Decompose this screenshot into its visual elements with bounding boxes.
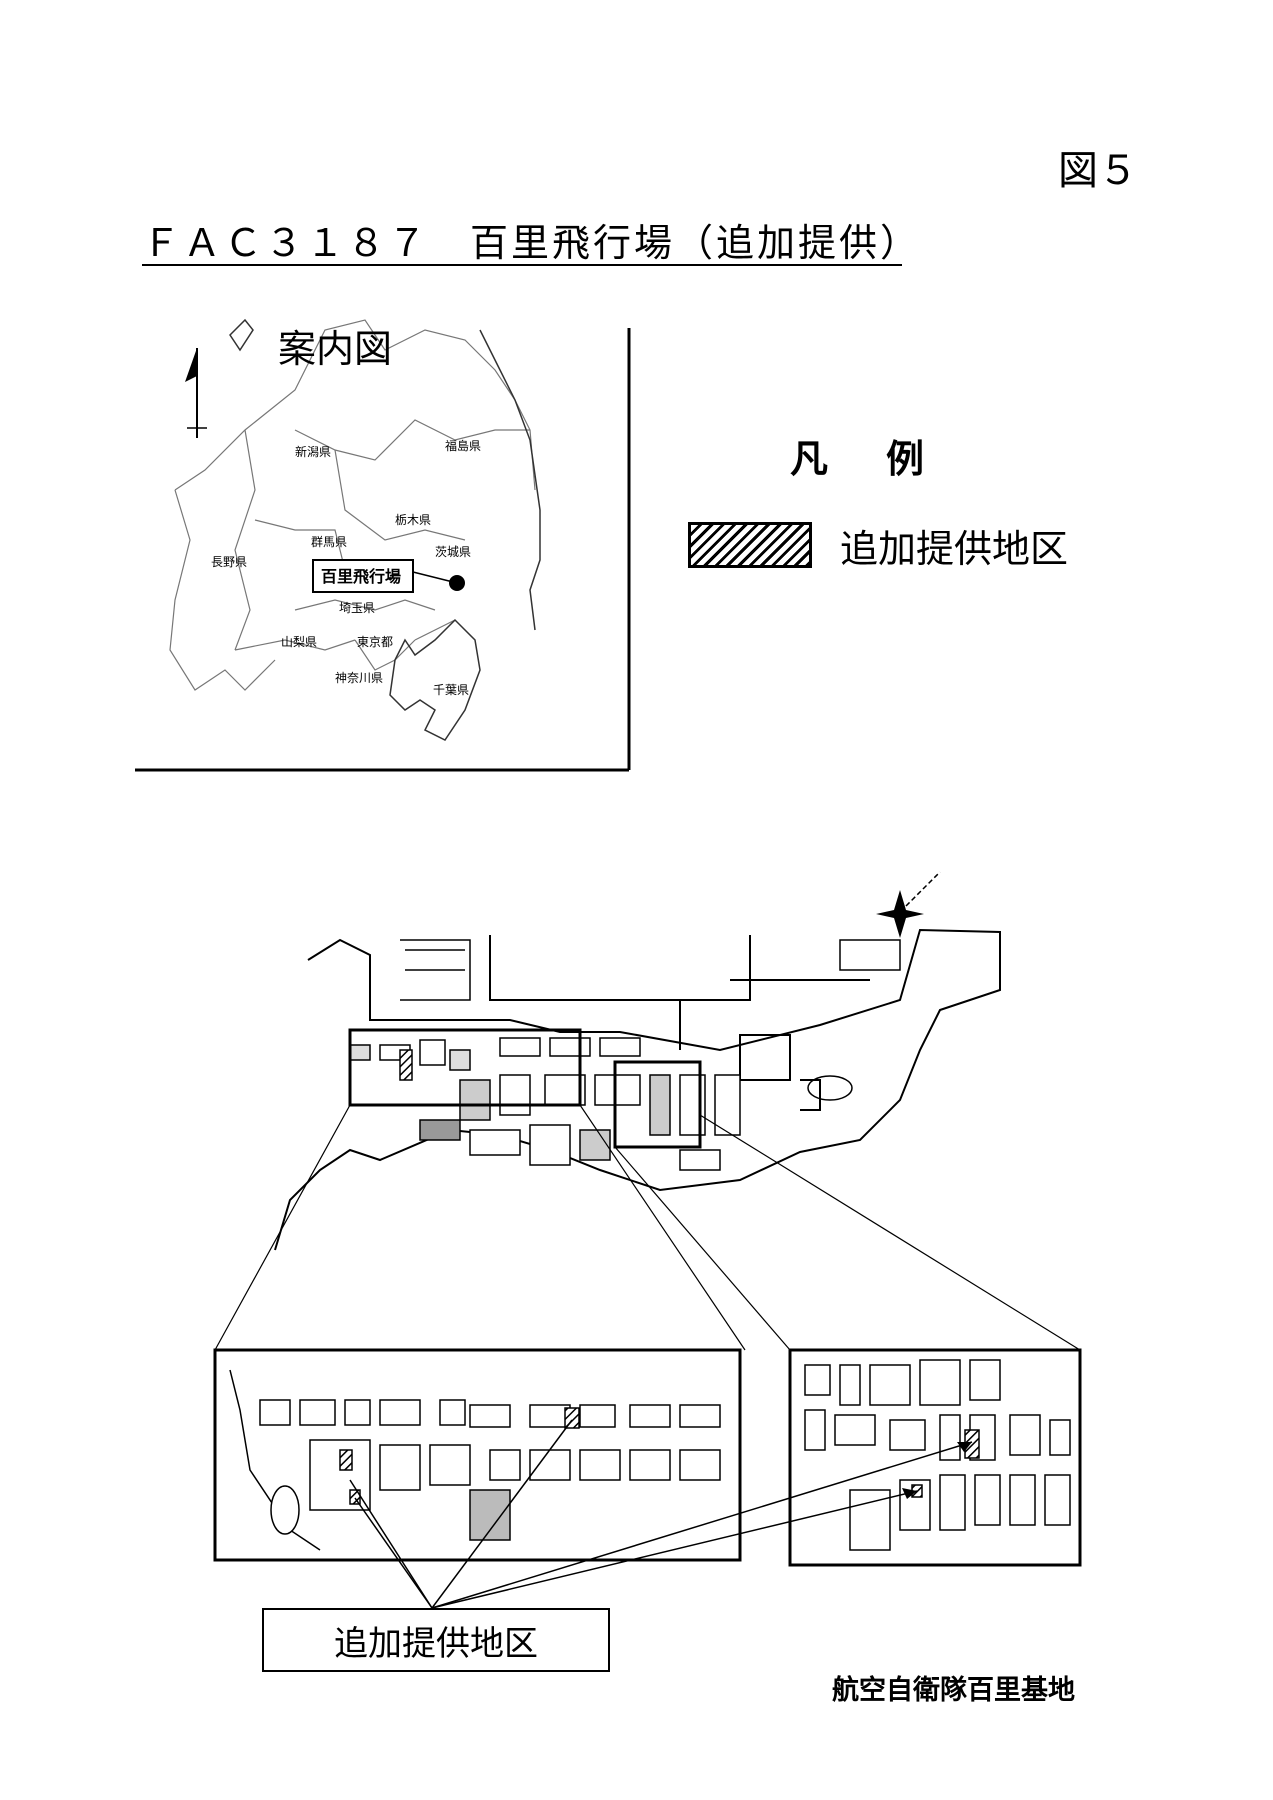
compass-rose-icon xyxy=(876,871,941,938)
guide-map-frame xyxy=(135,328,631,772)
callout-label-box: 追加提供地区 xyxy=(262,1608,610,1672)
callout-lines xyxy=(349,1419,973,1609)
runway-area xyxy=(400,939,901,1101)
zoom-leader-lines xyxy=(214,1104,1081,1351)
document-title: ＦＡＣ３１８７ 百里飛行場（追加提供） xyxy=(142,221,922,265)
legend-item-label: 追加提供地区 xyxy=(840,527,1069,571)
north-arrow-icon xyxy=(185,348,207,438)
pref-niigata: 新潟県 xyxy=(295,444,331,459)
prefecture-outlines xyxy=(169,319,536,691)
pref-yamanashi: 山梨県 xyxy=(281,635,317,649)
pref-fukushima: 福島県 xyxy=(445,438,481,453)
base-map xyxy=(213,871,1082,1609)
airport-marker: 百里飛行場 xyxy=(312,559,465,593)
guide-map-title: 案内図 xyxy=(278,327,393,371)
zoom-frame-left xyxy=(348,1028,582,1107)
pref-ibaraki: 茨城県 xyxy=(435,545,471,559)
pref-gunma: 群馬県 xyxy=(311,535,347,549)
callout-label: 追加提供地区 xyxy=(334,1623,538,1664)
zoom-frame-right xyxy=(613,1060,702,1149)
pref-nagano: 長野県 xyxy=(211,555,247,569)
callout-arrowheads xyxy=(902,1442,972,1499)
inset-left xyxy=(213,1348,742,1562)
title-underline xyxy=(142,264,902,266)
pref-chiba: 千葉県 xyxy=(433,683,469,697)
prefecture-labels: 新潟県 福島県 栃木県 群馬県 長野県 茨城県 埼玉県 山梨県 東京都 神奈川県… xyxy=(211,438,481,697)
airport-label: 百里飛行場 xyxy=(321,567,401,586)
coastline xyxy=(229,318,541,741)
pref-tokyo: 東京都 xyxy=(357,635,393,649)
pref-tochigi: 栃木県 xyxy=(395,513,431,527)
guide-map: 新潟県 福島県 栃木県 群馬県 長野県 茨城県 埼玉県 山梨県 東京都 神奈川県… xyxy=(135,318,631,772)
base-name: 航空自衛隊百里基地 xyxy=(832,1675,1075,1706)
inset-right xyxy=(788,1348,1082,1567)
pref-saitama: 埼玉県 xyxy=(339,601,375,615)
figure-number: 図５ xyxy=(1058,148,1138,194)
pref-kanagawa: 神奈川県 xyxy=(335,671,383,685)
legend-title: 凡例 xyxy=(790,436,983,481)
legend-hatch-swatch xyxy=(688,522,812,568)
